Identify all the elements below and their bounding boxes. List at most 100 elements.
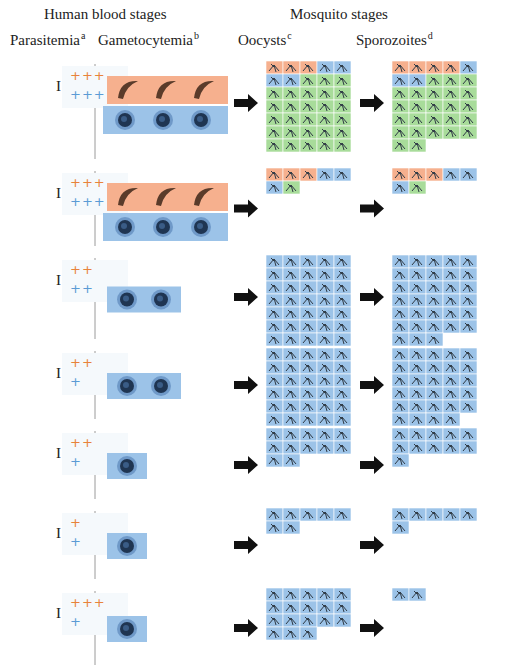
mosquito-cell	[409, 281, 426, 294]
mosquito-cell	[266, 387, 283, 400]
mosquito-icon	[269, 377, 279, 385]
mosquito-cell	[266, 139, 283, 152]
round-gametocyte	[194, 220, 208, 234]
mosquito-icon	[463, 258, 473, 266]
mosquito-icon	[303, 142, 313, 150]
mosquito-icon	[269, 323, 279, 331]
mosquito-icon	[429, 64, 439, 72]
mosquito-cell	[409, 294, 426, 307]
mosquito-icon	[463, 364, 473, 372]
parasitemia-level: +++	[70, 176, 106, 190]
mosquito-cell	[409, 139, 426, 152]
row-label: I	[56, 185, 61, 202]
mosquito-cell	[460, 508, 477, 521]
mosquito-icon	[286, 142, 296, 150]
parasitemia-level: +++	[70, 88, 106, 102]
mosquito-cell	[266, 348, 283, 361]
mosquito-icon	[320, 336, 330, 344]
mosquito-icon	[412, 297, 422, 305]
mosquito-icon	[412, 336, 422, 344]
mosquito-cell	[334, 268, 351, 281]
mosquito-cell	[460, 100, 477, 113]
mosquito-icon	[320, 444, 330, 452]
mosquito-cell	[283, 294, 300, 307]
parasitemia-level: +++	[70, 195, 106, 209]
mosquito-cell	[283, 139, 300, 152]
mosquito-cell	[317, 413, 334, 426]
flow-arrow	[234, 619, 258, 637]
mosquito-cell	[300, 413, 317, 426]
mosquito-cell	[283, 614, 300, 627]
mosquito-icon	[463, 77, 473, 85]
mosquito-cell	[283, 281, 300, 294]
mosquito-icon	[337, 604, 347, 612]
footnote-mark: c	[287, 30, 291, 41]
mosquito-cell	[266, 113, 283, 126]
column-heading: Parasitemia	[10, 32, 80, 49]
mosquito-icon	[303, 284, 313, 292]
mosquito-cell	[283, 413, 300, 426]
mosquito-cell	[443, 255, 460, 268]
mosquito-icon	[286, 377, 296, 385]
mosquito-cell	[283, 126, 300, 139]
mosquito-icon	[320, 617, 330, 625]
mosquito-icon	[269, 64, 279, 72]
mosquito-icon	[303, 258, 313, 266]
mosquito-icon	[395, 64, 405, 72]
mosquito-icon	[269, 416, 279, 424]
mosquito-icon	[303, 403, 313, 411]
mosquito-icon	[463, 511, 473, 519]
mosquito-icon	[412, 184, 422, 192]
mosquito-cell	[266, 627, 283, 640]
mosquito-cell	[460, 268, 477, 281]
mosquito-cell	[317, 348, 334, 361]
column-heading: Oocysts	[238, 32, 286, 49]
mosquito-icon	[446, 64, 456, 72]
mosquito-icon	[269, 171, 279, 179]
mosquito-icon	[337, 129, 347, 137]
mosquito-cell	[283, 61, 300, 74]
mosquito-cell	[334, 281, 351, 294]
flow-arrow	[360, 288, 384, 306]
mosquito-icon	[303, 604, 313, 612]
mosquito-cell	[300, 588, 317, 601]
mosquito-cell	[266, 333, 283, 346]
mosquito-icon	[303, 90, 313, 98]
crescent-gametocyte	[156, 81, 176, 99]
mosquito-icon	[269, 524, 279, 532]
row-label: I	[56, 272, 61, 289]
mosquito-cell	[334, 320, 351, 333]
mosquito-cell	[266, 521, 283, 534]
flow-arrow	[360, 376, 384, 394]
mosquito-cell	[460, 374, 477, 387]
mosquito-icon	[337, 142, 347, 150]
flow-arrow	[234, 376, 258, 394]
mosquito-icon	[286, 351, 296, 359]
mosquito-icon	[429, 444, 439, 452]
gametocyte-box	[107, 76, 228, 104]
mosquito-cell	[334, 139, 351, 152]
mosquito-cell	[409, 400, 426, 413]
parasitemia-level: +++	[70, 596, 106, 610]
mosquito-icon	[412, 271, 422, 279]
mosquito-icon	[286, 310, 296, 318]
mosquito-cell	[300, 374, 317, 387]
mosquito-icon	[463, 64, 473, 72]
parasitemia-level: ++	[70, 356, 94, 370]
mosquito-icon	[412, 310, 422, 318]
mosquito-icon	[446, 511, 456, 519]
round-gametocyte	[117, 619, 137, 639]
mosquito-cell	[409, 74, 426, 87]
mosquito-cell	[426, 361, 443, 374]
mosquito-icon	[463, 323, 473, 331]
mosquito-icon	[446, 284, 456, 292]
mosquito-cell	[426, 428, 443, 441]
round-gametocyte	[194, 113, 208, 127]
round-gametocyte	[123, 542, 129, 548]
mosquito-icon	[286, 431, 296, 439]
mosquito-cell	[409, 348, 426, 361]
round-gametocyte	[120, 622, 134, 636]
mosquito-cell	[426, 307, 443, 320]
mosquito-cell	[426, 268, 443, 281]
mosquito-icon	[429, 90, 439, 98]
